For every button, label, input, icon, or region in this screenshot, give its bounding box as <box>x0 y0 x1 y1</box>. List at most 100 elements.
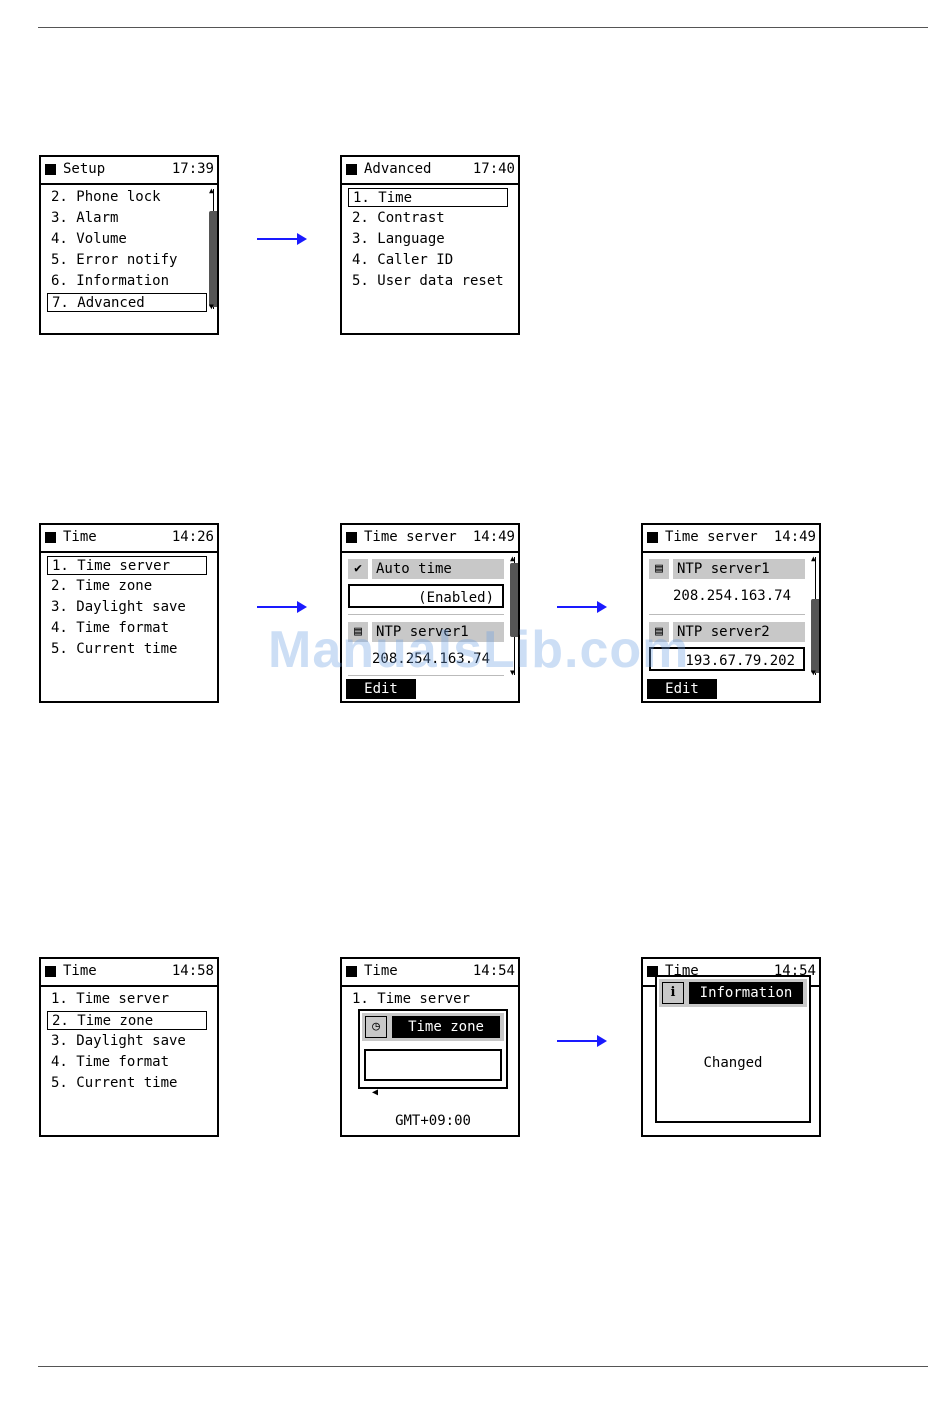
title-bar: Time server 14:49 <box>643 525 819 553</box>
scrollbar[interactable]: ▲ ▼ <box>811 555 819 677</box>
auto-time-label: Auto time <box>372 559 504 579</box>
server-icon: ▤ <box>649 622 669 642</box>
title-bar: Time 14:54 <box>342 959 518 987</box>
ntp-server2-field[interactable]: 193.67.79.202 <box>649 647 805 671</box>
info-icon: i <box>662 982 684 1004</box>
screen-title: Time server <box>364 529 457 545</box>
scrollbar[interactable]: ▲ ▼ <box>510 554 518 677</box>
popup-title: Time zone <box>392 1016 500 1038</box>
menu-item-caller-id[interactable]: 4. Caller ID <box>352 252 454 268</box>
title-square-icon <box>346 532 357 543</box>
information-screen: Time 14:54 i Information Changed <box>641 957 821 1137</box>
scroll-down-icon: ▼ <box>510 668 515 677</box>
title-bar: Time 14:26 <box>41 525 217 553</box>
menu-item-phone-lock[interactable]: 2. Phone lock <box>51 189 161 205</box>
advanced-screen: Advanced 17:40 1. Time 2. Contrast 3. La… <box>340 155 520 335</box>
menu-item-time-zone[interactable]: 2. Time zone <box>47 1011 207 1030</box>
top-rule <box>38 27 928 28</box>
time-zone-screen: Time 14:54 1. Time server ◷ Time zone ◀ … <box>340 957 520 1137</box>
ntp-server2-label: NTP server2 <box>673 622 805 642</box>
time-zone-selector[interactable]: ◀ GMT+09:00 ▶ <box>364 1049 502 1129</box>
menu-item-advanced[interactable]: 7. Advanced <box>47 293 207 312</box>
menu-item-current-time[interactable]: 5. Current time <box>51 1075 178 1091</box>
flow-arrow <box>557 1035 607 1047</box>
menu-item-time-format[interactable]: 4. Time format <box>51 620 170 636</box>
menu-item-contrast[interactable]: 2. Contrast <box>352 210 445 226</box>
menu-item-alarm[interactable]: 3. Alarm <box>51 210 119 226</box>
title-square-icon <box>647 532 658 543</box>
menu-item-time[interactable]: 1. Time <box>348 188 508 207</box>
clock-readout: 14:49 <box>472 529 515 545</box>
screen-title: Time <box>63 529 97 545</box>
scroll-down-icon: ▼ <box>209 302 214 311</box>
ntp-server1-label: NTP server1 <box>372 622 504 642</box>
flow-arrow <box>257 601 307 613</box>
menu-item-time-zone[interactable]: 2. Time zone <box>51 578 153 594</box>
clock-readout: 14:58 <box>171 963 214 979</box>
info-message: Changed <box>703 1055 763 1071</box>
time-server-screen-2: Time server 14:49 ▤ NTP server1 208.254.… <box>641 523 821 703</box>
time-screen-2: Time 14:58 1. Time server 2. Time zone 3… <box>39 957 219 1137</box>
clock-readout: 17:39 <box>171 161 214 177</box>
ntp-server1-label: NTP server1 <box>673 559 805 579</box>
edit-softkey[interactable]: Edit <box>346 679 416 699</box>
screen-title: Time server <box>665 529 758 545</box>
title-square-icon <box>346 966 357 977</box>
divider <box>348 614 504 615</box>
title-bar: Time server 14:49 <box>342 525 518 553</box>
time-zone-popup: ◷ Time zone ◀ GMT+09:00 ▶ <box>358 1009 508 1129</box>
title-square-icon <box>346 164 357 175</box>
screen-title: Time <box>63 963 97 979</box>
title-square-icon <box>45 966 56 977</box>
popup-header: ◷ Time zone <box>362 1013 504 1041</box>
menu-item-volume[interactable]: 4. Volume <box>51 231 127 247</box>
check-icon: ✔ <box>348 559 368 579</box>
clock-readout: 14:54 <box>472 963 515 979</box>
title-square-icon <box>647 966 658 977</box>
setup-screen: Setup 17:39 2. Phone lock 3. Alarm 4. Vo… <box>39 155 219 335</box>
title-square-icon <box>45 532 56 543</box>
server-icon: ▤ <box>649 559 669 579</box>
scroll-down-icon: ▼ <box>811 668 816 677</box>
clock-readout: 14:26 <box>171 529 214 545</box>
scroll-up-icon: ▲ <box>209 186 214 195</box>
auto-time-field[interactable]: (Enabled) <box>348 584 504 608</box>
menu-item-daylight-save[interactable]: 3. Daylight save <box>51 599 186 615</box>
information-popup: i Information Changed <box>655 975 811 1123</box>
menu-item-time-server[interactable]: 1. Time server <box>47 556 207 575</box>
menu-item-language[interactable]: 3. Language <box>352 231 445 247</box>
flow-arrow <box>557 601 607 613</box>
divider <box>348 675 504 676</box>
popup-title: Information <box>689 982 803 1004</box>
divider <box>649 614 805 615</box>
menu-item-time-format[interactable]: 4. Time format <box>51 1054 170 1070</box>
edit-softkey[interactable]: Edit <box>647 679 717 699</box>
menu-item-user-data-reset[interactable]: 5. User data reset <box>352 273 504 289</box>
left-arrow-icon[interactable]: ◀ <box>372 1087 379 1098</box>
menu-item-error-notify[interactable]: 5. Error notify <box>51 252 178 268</box>
scroll-up-icon: ▲ <box>510 554 515 563</box>
title-bar: Time 14:58 <box>41 959 217 987</box>
right-arrow-icon[interactable]: ▶ <box>488 1135 494 1137</box>
screen-title: Setup <box>63 161 106 177</box>
time-zone-value: GMT+09:00 <box>395 1113 471 1129</box>
scrollbar[interactable]: ▲ ▼ <box>209 186 217 311</box>
popup-header: i Information <box>659 979 807 1007</box>
screen-title: Advanced <box>364 161 432 177</box>
menu-item-information[interactable]: 6. Information <box>51 273 170 289</box>
clock-readout: 14:49 <box>773 529 816 545</box>
clock-readout: 17:40 <box>472 161 515 177</box>
flow-arrow <box>257 233 307 245</box>
title-bar: Advanced 17:40 <box>342 157 518 185</box>
menu-item-daylight-save[interactable]: 3. Daylight save <box>51 1033 186 1049</box>
clock-icon: ◷ <box>365 1016 387 1038</box>
screen-title: Time <box>364 963 398 979</box>
time-screen: Time 14:26 1. Time server 2. Time zone 3… <box>39 523 219 703</box>
time-server-screen-1: Time server 14:49 ✔ Auto time (Enabled) … <box>340 523 520 703</box>
menu-item-current-time[interactable]: 5. Current time <box>51 641 178 657</box>
title-square-icon <box>45 164 56 175</box>
menu-item-time-server[interactable]: 1. Time server <box>51 991 170 1007</box>
ntp-server1-value: 208.254.163.74 <box>673 588 792 604</box>
server-icon: ▤ <box>348 622 368 642</box>
watermark: ManualsLib.com <box>268 621 690 679</box>
